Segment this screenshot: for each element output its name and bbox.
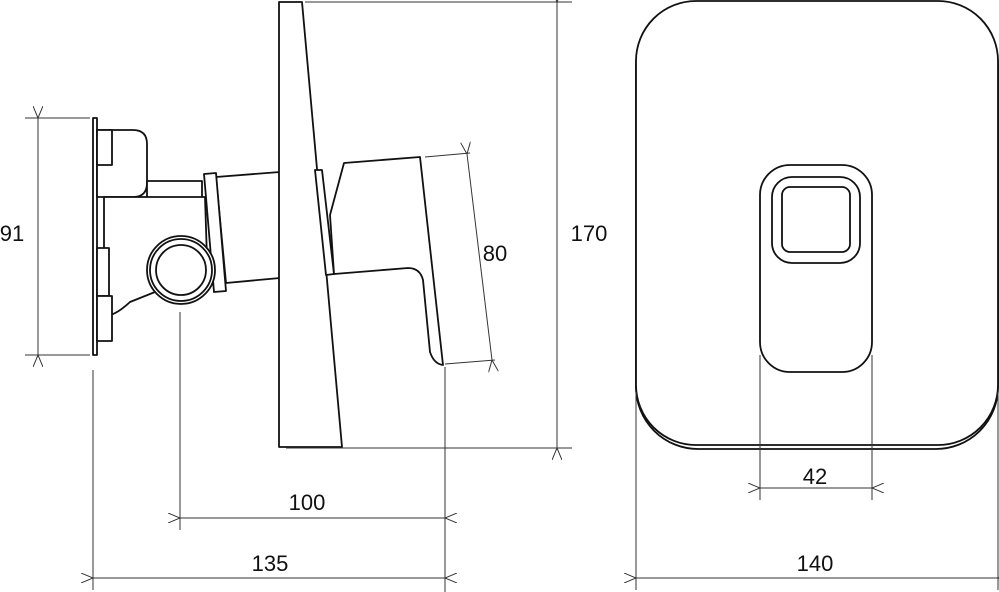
lever-handle bbox=[329, 156, 444, 366]
dimension-label-91: 91 bbox=[0, 221, 24, 246]
lower-block-1 bbox=[96, 247, 110, 297]
hex-nut bbox=[146, 235, 216, 305]
lever-ring bbox=[771, 176, 861, 264]
dimension-label-100: 100 bbox=[289, 490, 326, 515]
dimension-42: 42 bbox=[760, 355, 872, 500]
dimension-170: 170 bbox=[286, 2, 607, 448]
lower-block-2 bbox=[96, 295, 113, 342]
dimension-140: 140 bbox=[636, 392, 998, 590]
body-cylinder bbox=[215, 171, 281, 284]
dimension-100: 100 bbox=[180, 312, 445, 592]
wall-plate bbox=[92, 117, 98, 356]
dimension-label-42: 42 bbox=[803, 464, 827, 489]
dimension-135: 135 bbox=[93, 370, 445, 590]
front-view bbox=[635, 0, 999, 450]
lever-square bbox=[781, 186, 851, 253]
dimension-label-140: 140 bbox=[797, 551, 834, 576]
upper-block-tab bbox=[96, 129, 113, 166]
lever-front bbox=[759, 164, 873, 373]
dimension-label-80: 80 bbox=[483, 241, 507, 266]
dimension-91: 91 bbox=[0, 118, 90, 355]
side-view bbox=[92, 1, 444, 448]
escutcheon-plate bbox=[278, 1, 343, 448]
dimension-label-170: 170 bbox=[571, 221, 608, 246]
dimension-80: 80 bbox=[424, 153, 507, 364]
dimension-label-135: 135 bbox=[252, 551, 289, 576]
